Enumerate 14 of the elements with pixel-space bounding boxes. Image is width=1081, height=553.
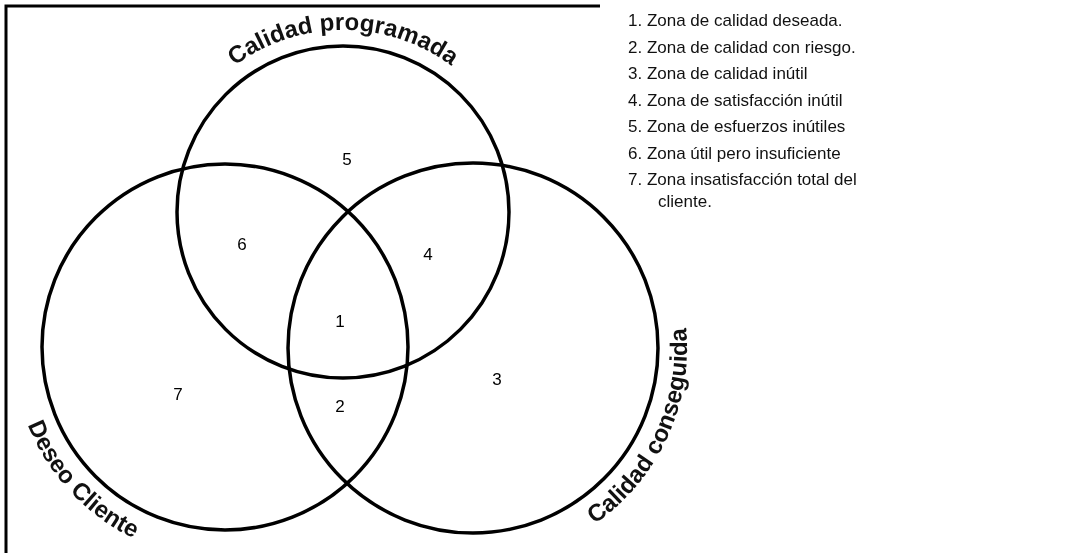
zone-number: 5 [342,150,352,170]
legend-item: 6. Zona útil pero insuficiente [628,142,842,165]
zone-number: 2 [335,397,345,417]
legend-item: 2. Zona de calidad con riesgo. [628,36,857,59]
legend-item: 3. Zona de calidad inútil [628,63,809,85]
zone-number: 6 [237,235,247,255]
legend-item: 4. Zona de satisfacción inútil [628,89,844,112]
zone-number: 1 [335,312,345,332]
legend-item: 1. Zona de calidad deseada. [628,10,844,32]
legend-item: 7. Zona insatisfacción total del cliente. [628,169,858,213]
zone-number: 4 [423,245,433,265]
zone-number: 3 [492,370,502,390]
legend-item: 5. Zona de esfuerzos inútiles [628,116,847,138]
zone-number: 7 [173,385,183,405]
